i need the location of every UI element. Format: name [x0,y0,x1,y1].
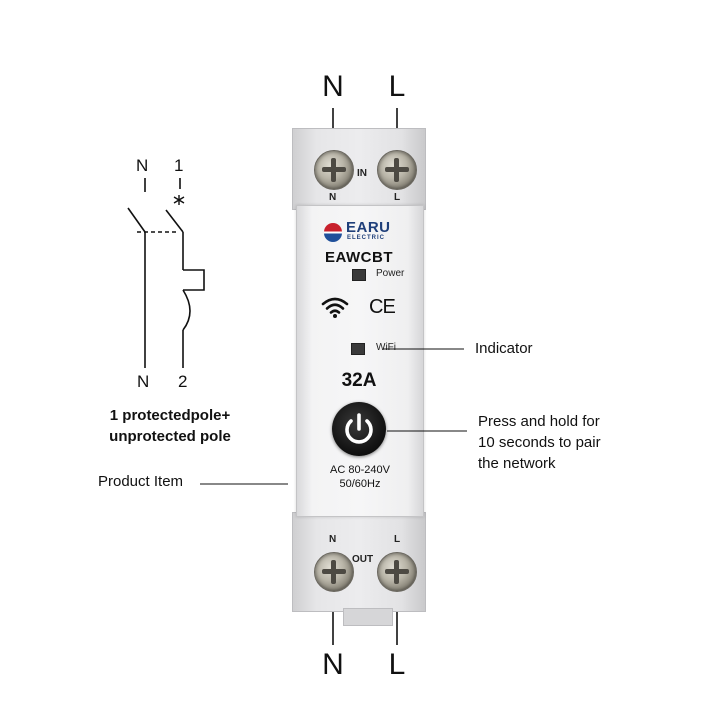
schematic-caption-line-2: unprotected pole [109,428,231,445]
press-hold-line-2: 10 seconds to pair [478,434,601,451]
in-terminal-label: IN [357,168,367,179]
current-rating: 32A [341,370,377,391]
device-front-panel [296,205,424,517]
schematic-bottom-n-label: N [137,372,150,391]
out-terminal-n-label: N [329,534,337,545]
bottom-n-screw-icon [314,552,354,592]
product-item-callout: Product Item [98,473,184,490]
schematic-caption-line-1: 1 protectedpole+ [109,407,231,424]
out-terminal-label: OUT [352,554,374,565]
brand-name: EARU [346,219,391,236]
schematic-bottom-2-label: 2 [178,372,188,391]
in-terminal-n-label: N [329,192,337,203]
voltage-rating: AC 80-240V [330,464,390,476]
din-rail-clip [343,608,393,626]
press-hold-line-3: the network [478,455,556,472]
power-led-indicator [352,269,366,281]
power-icon [345,413,373,444]
top-l-label: L [388,70,406,103]
frequency-rating: 50/60Hz [339,478,381,490]
schematic-top-n-label: N [136,156,149,175]
top-n-screw-icon [314,150,354,190]
ce-mark-icon: CE [369,296,396,318]
bottom-n-label: N [322,648,344,681]
earu-logo-icon [322,221,344,243]
schematic-caption: 1 protectedpole+ unprotected pole [80,405,260,447]
wifi-label: WiFi [376,342,396,353]
press-hold-callout: Press and hold for 10 seconds to pair th… [478,411,601,474]
press-hold-line-1: Press and hold for [478,413,600,430]
pairing-power-button[interactable] [332,402,386,456]
bottom-l-label: L [388,648,406,681]
model-number: EAWCBT [325,249,393,266]
out-terminal-l-label: L [394,534,401,545]
top-l-screw-icon [377,150,417,190]
bottom-l-screw-icon [377,552,417,592]
top-n-label: N [322,70,344,103]
brand-subtitle: ELECTRIC [347,235,385,241]
power-label: Power [376,268,405,279]
in-terminal-l-label: L [394,192,401,203]
wifi-led-indicator [351,343,365,355]
schematic-top-1-label: 1 [174,156,184,175]
wifi-icon [321,296,349,318]
indicator-callout: Indicator [475,340,533,357]
